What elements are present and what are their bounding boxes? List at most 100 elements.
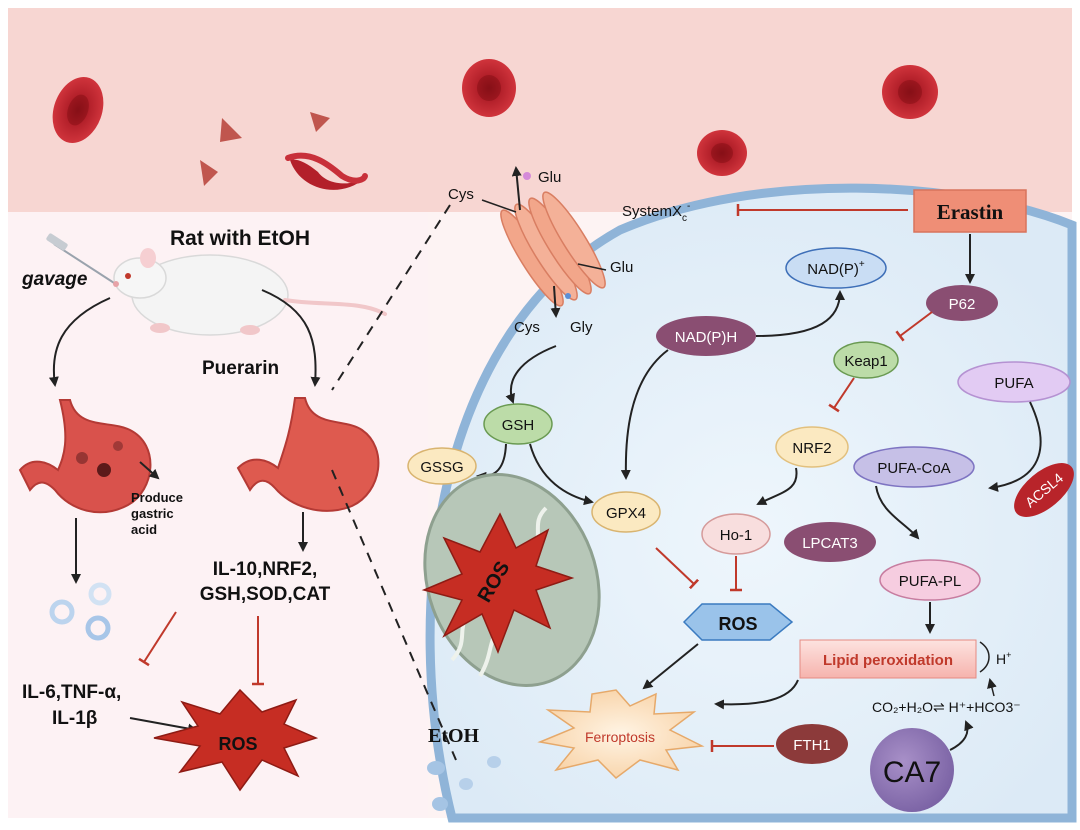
platelet-icon (220, 118, 242, 142)
inhibition-arrow (828, 377, 855, 413)
pufa-coa-node (853, 446, 975, 488)
arrow (755, 290, 845, 337)
glu-top-label: Glu (538, 169, 561, 186)
nadp-plus-label: NAD(P)+ (807, 259, 865, 278)
inhibition-arrow (655, 547, 700, 590)
system-xc-label: SystemXc- (622, 201, 690, 224)
connector-line (577, 263, 607, 271)
acid-bubbles (49, 582, 112, 641)
gavage-label: gavage (21, 269, 88, 290)
fth1-label: FTH1 (793, 737, 831, 754)
ferroptosis-label: Ferroptosis (585, 729, 655, 745)
ros-burst-icon (421, 512, 575, 655)
glu-molecule-icon (523, 172, 531, 180)
pufa-pl-label: PUFA-PL (899, 573, 962, 590)
platelet-icon (310, 112, 330, 132)
ho1-label: Ho-1 (720, 527, 753, 544)
arrow (139, 461, 160, 480)
nadp-plus-node (785, 247, 887, 289)
system-xc-transporter-icon (500, 191, 606, 307)
gpx4-label: GPX4 (606, 505, 646, 522)
rat-title: Rat with EtOH (170, 227, 310, 250)
lipid-peroxidation-label: Lipid peroxidation (823, 652, 953, 669)
arrow (48, 297, 111, 387)
arrow (987, 678, 997, 697)
rat-icon (113, 248, 387, 336)
lpcat3-label: LPCAT3 (802, 535, 858, 552)
h-plus-label: H+ (996, 650, 1011, 667)
healthy-stomach-icon (236, 397, 380, 512)
connector-line (481, 199, 517, 213)
ferroptosis-burst (537, 689, 705, 779)
ros-burst-icon (153, 688, 319, 792)
pufa-coa-label: PUFA-CoA (877, 460, 950, 477)
red-blood-cell-icon (52, 77, 104, 143)
p62-node (926, 285, 998, 321)
pufa-label: PUFA (994, 375, 1033, 392)
arrow (529, 443, 594, 506)
etoh-label: EtOH (428, 725, 480, 747)
zoom-line (331, 204, 451, 391)
arrow (756, 467, 798, 505)
gastric-label: gastric (131, 506, 174, 521)
red-blood-cell-icon (462, 59, 516, 117)
cys-top-label: Cys (448, 186, 474, 203)
erastin-label: Erastin (937, 200, 1004, 224)
acsl4-node (1014, 463, 1074, 517)
platelet-icon (200, 160, 218, 186)
arrow (620, 349, 669, 480)
gsh-label: GSH (502, 417, 535, 434)
damaged-stomach-icon (18, 399, 152, 514)
inhibition-arrow (895, 311, 933, 342)
lpcat3-node (784, 522, 876, 562)
fth1-node (776, 724, 848, 764)
red-blood-cell-icon (697, 130, 747, 176)
arrow (714, 679, 799, 710)
nadph-label: NAD(P)H (675, 329, 738, 346)
arrow (988, 401, 1042, 492)
arrow (505, 345, 557, 404)
ros-center-node (682, 603, 794, 641)
gly-molecule-icon (565, 293, 571, 299)
arrow (642, 643, 699, 690)
gpx4-node (591, 491, 661, 533)
puerarin-label: Puerarin (202, 358, 279, 379)
bracket-line (979, 641, 990, 673)
arrow (550, 285, 561, 318)
arrow (875, 485, 920, 540)
keap1-label: Keap1 (844, 353, 887, 370)
red-blood-cell-icon (882, 65, 938, 119)
protective-line2: GSH,SOD,CAT (200, 584, 331, 605)
ros-left-label: ROS (218, 734, 257, 754)
erastin-box (913, 189, 1027, 233)
produce-label: Produce (131, 490, 183, 505)
sickle-cell-icon (285, 152, 368, 190)
inflammation-line1: IL-6,TNF-α, (22, 682, 121, 703)
keap1-node (833, 341, 899, 379)
ho1-node (701, 513, 771, 555)
nadph-node (656, 316, 756, 356)
etoh-droplets (427, 756, 501, 811)
nrf2-label: NRF2 (792, 440, 831, 457)
arrow (511, 166, 522, 211)
pufa-pl-node (879, 559, 981, 601)
inflammation-line2: IL-1β (52, 708, 97, 729)
p62-label: P62 (949, 296, 976, 313)
gly-label: Gly (570, 319, 593, 336)
arrow (129, 717, 198, 734)
gssg-label: GSSG (420, 459, 463, 476)
ca7-node (870, 728, 954, 812)
acid-label: acid (131, 522, 157, 537)
glu-mid-label: Glu (610, 259, 633, 276)
arrow (949, 720, 974, 751)
cys-bottom-label: Cys (514, 319, 540, 336)
gsh-node (483, 403, 553, 445)
ros-center-label: ROS (718, 614, 757, 634)
gssg-node (407, 447, 477, 485)
nrf2-node (775, 426, 849, 468)
inhibition-arrow (138, 611, 177, 667)
pufa-node (957, 361, 1071, 403)
ca7-label: CA7 (883, 756, 941, 789)
protective-line1: IL-10,NRF2, (213, 559, 318, 580)
